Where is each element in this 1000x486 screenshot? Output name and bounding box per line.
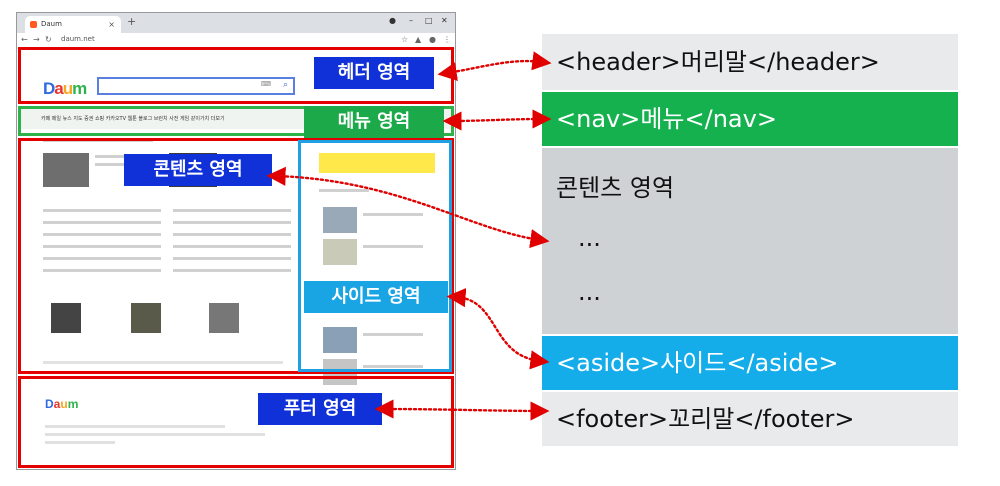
tab-title: Daum <box>41 20 62 28</box>
header-badge: 헤더 영역 <box>314 57 434 89</box>
aside-tag: <aside>사이드</aside> <box>542 336 958 390</box>
browser-tab-bar: Daum × + ● – □ ✕ <box>17 13 455 33</box>
footer-badge: 푸터 영역 <box>258 393 382 425</box>
footer-logo[interactable]: Daum <box>45 397 79 411</box>
keyboard-icon[interactable]: ⌨ <box>260 80 271 88</box>
maximize-icon[interactable]: □ <box>425 16 433 25</box>
feature-thumbnail <box>51 303 81 333</box>
header-tag: <header>머리말</header> <box>542 34 958 90</box>
minimize-icon[interactable]: – <box>409 16 413 25</box>
content-mock <box>39 139 309 369</box>
feature-thumbnail <box>131 303 161 333</box>
news-thumbnail <box>43 153 89 187</box>
back-icon[interactable]: ← <box>21 35 28 44</box>
menu-items[interactable]: 카페 메일 뉴스 지도 증권 쇼핑 카카오TV 웹툰 블로그 브런치 사전 게임… <box>41 116 225 122</box>
content-tag-dots: ... <box>578 278 601 306</box>
menu-icon[interactable]: ⋮ <box>443 35 451 44</box>
footer-frame <box>18 376 454 468</box>
favicon-icon <box>30 21 37 28</box>
record-icon: ● <box>389 16 396 25</box>
content-frame <box>18 138 454 374</box>
footer-arrow <box>374 399 550 421</box>
nav-badge: 메뉴 영역 <box>304 106 444 138</box>
window-close-icon[interactable]: ✕ <box>441 16 448 25</box>
content-arrow <box>266 166 550 249</box>
nav-tag: <nav>메뉴</nav> <box>542 92 958 146</box>
feature-thumbnail <box>209 303 239 333</box>
search-input[interactable]: ⌨ ⌕ <box>97 77 295 95</box>
profile-icon[interactable]: ● <box>429 35 436 44</box>
new-tab-icon[interactable]: + <box>127 15 137 28</box>
url-text[interactable]: daum.net <box>61 35 95 43</box>
star-icon[interactable]: ☆ <box>401 35 409 44</box>
browser-tab[interactable]: Daum × <box>25 16 121 33</box>
content-tag-dots: ... <box>578 224 601 252</box>
aside-arrow <box>446 288 550 370</box>
content-tag-title: 콘텐츠 영역 <box>556 174 675 202</box>
footer-tag: <footer>꼬리말</footer> <box>542 392 958 446</box>
forward-icon[interactable]: → <box>33 35 40 44</box>
nav-arrow <box>442 109 552 131</box>
search-icon[interactable]: ⌕ <box>282 80 288 90</box>
close-icon[interactable]: × <box>108 20 115 29</box>
aside-badge: 사이드 영역 <box>304 281 448 313</box>
daum-page: Daum ⌨ ⌕ 카페 메일 뉴스 지도 증권 쇼핑 카카오TV 웹툰 블로그 … <box>17 49 455 469</box>
daum-logo[interactable]: Daum <box>43 79 87 98</box>
content-tag-box: 콘텐츠 영역 ... ... <box>542 148 958 334</box>
reload-icon[interactable]: ↻ <box>45 35 52 44</box>
header-arrow <box>437 51 552 82</box>
content-badge: 콘텐츠 영역 <box>124 154 272 186</box>
extension-icon[interactable]: ▲ <box>415 35 422 44</box>
aside-frame <box>298 140 452 372</box>
